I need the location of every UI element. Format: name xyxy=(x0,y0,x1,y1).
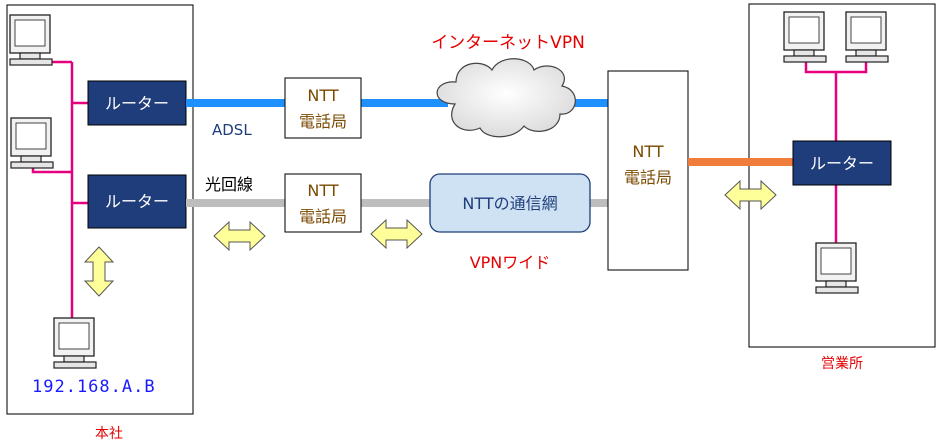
ntt-exchange-bottom xyxy=(284,173,362,233)
ntt-exchange-top-line2: 電話局 xyxy=(299,112,347,131)
internet-vpn-label: インターネットVPN xyxy=(431,33,585,53)
hq-router-bottom-label: ルーター xyxy=(105,192,169,211)
double-arrow-icon-1 xyxy=(213,220,266,252)
double-arrow-icon-3 xyxy=(724,179,777,211)
double-arrow-icon-vertical xyxy=(83,246,115,297)
ntt-exchange-main-line1: NTT xyxy=(632,142,663,161)
cloud-icon xyxy=(436,58,576,138)
branch-lan xyxy=(804,56,868,243)
ntt-exchange-top xyxy=(284,77,362,139)
hq-site-label: 本社 xyxy=(95,426,123,442)
hq-router-top-label: ルーター xyxy=(105,94,169,113)
hq-router-top xyxy=(87,80,187,126)
ntt-exchange-top-line1: NTT xyxy=(307,86,338,105)
ntt-exchange-bottom-line1: NTT xyxy=(307,181,338,200)
branch-site-label: 営業所 xyxy=(821,356,863,372)
adsl-label: ADSL xyxy=(212,121,252,139)
branch-router xyxy=(792,140,892,186)
hq-ip-address: 192.168.A.B xyxy=(32,377,156,397)
branch-router-label: ルーター xyxy=(810,154,874,173)
ntt-exchange-main xyxy=(607,70,689,271)
ntt-network-label: NTTの通信網 xyxy=(462,194,557,213)
ntt-exchange-bottom-line2: 電話局 xyxy=(299,207,347,226)
vpn-wide-label: VPNワイド xyxy=(470,253,551,272)
double-arrow-icon-2 xyxy=(370,218,423,250)
hq-router-bottom xyxy=(87,174,187,229)
ntt-network xyxy=(429,173,591,233)
ntt-exchange-main-line2: 電話局 xyxy=(624,168,672,187)
fiber-label: 光回線 xyxy=(205,175,253,194)
